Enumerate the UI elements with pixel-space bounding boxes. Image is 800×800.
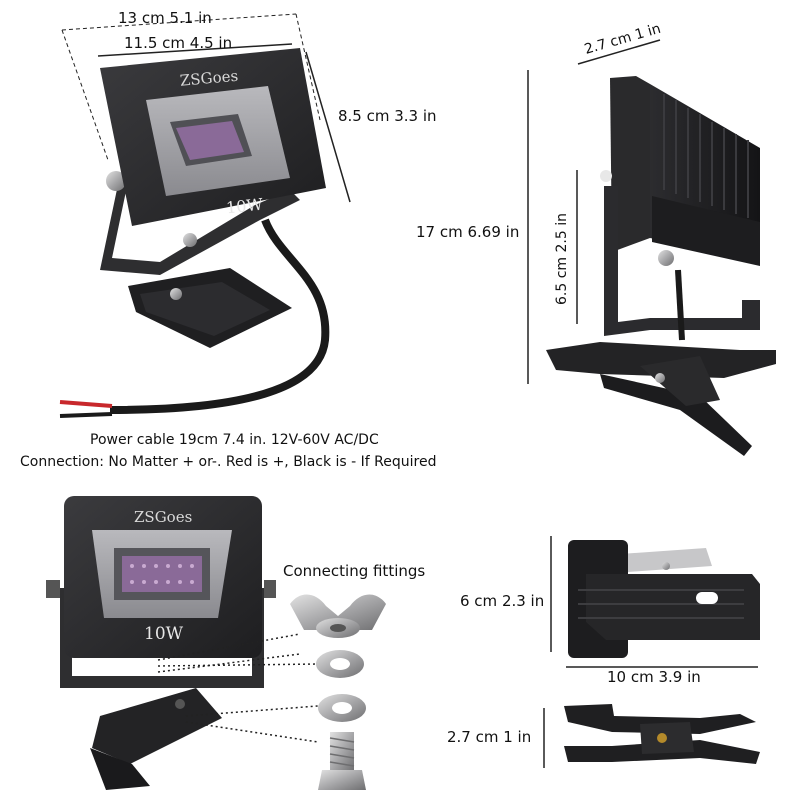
width-outer-label: 13 cm 5.1 in (118, 9, 212, 27)
black-wire (59, 412, 113, 418)
side-bracket (604, 186, 760, 336)
fittings-label: Connecting fittings (283, 562, 425, 580)
width-outer-left-guide (61, 29, 109, 161)
top-left-floodlight: 13 cm 5.1 in 11.5 cm 4.5 in 8.5 cm 3.3 i… (20, 9, 437, 470)
height-panel-dimension-line (305, 51, 351, 203)
height-panel-label: 8.5 cm 3.3 in (338, 107, 437, 125)
clip-side-top (564, 704, 756, 734)
clip-front-view (568, 540, 760, 658)
side-clip-top (546, 342, 776, 378)
fitting-connector-lines (157, 633, 319, 743)
clip-side-view (564, 704, 760, 764)
bracket-knob (106, 171, 126, 191)
bracket-height-label: 6.5 cm 2.5 in (554, 213, 570, 305)
bottom-left-assembly: ZSGoes 10W Connecting fittings (46, 496, 425, 790)
wing-nut (183, 233, 197, 247)
side-bolt (600, 170, 612, 182)
side-wing-nut (658, 250, 674, 266)
cable-spec-line2: Connection: No Matter + or-. Red is +, B… (20, 454, 436, 470)
side-clip-jaw (600, 374, 752, 456)
front-bracket (60, 588, 264, 688)
red-wire (59, 400, 113, 408)
front-wattage-label: 10W (144, 624, 184, 644)
wing-nut-fitting (290, 594, 386, 638)
front-led-dots (130, 564, 194, 584)
clip-plate (586, 574, 760, 640)
front-bracket-knob-left (46, 580, 60, 598)
washer-fitting-2 (318, 694, 366, 722)
clip-pivot (170, 288, 182, 300)
clip-rivet (662, 562, 670, 570)
top-right-side-view: 2.7 cm 1 in 17 cm 6.69 in 6.5 cm 2.5 in (416, 21, 776, 456)
front-clip-jaw (90, 748, 150, 790)
front-clip-hole (175, 699, 185, 709)
cable-spec-line1: Power cable 19cm 7.4 in. 12V-60V AC/DC (90, 432, 379, 448)
wattage-label: 10W (225, 195, 264, 218)
depth-label: 2.7 cm 1 in (583, 21, 663, 58)
clip-height-label: 6 cm 2.3 in (460, 592, 544, 610)
width-inner-label: 11.5 cm 4.5 in (124, 34, 232, 52)
brand-logo: ZSGoes (179, 67, 239, 90)
clip-thickness-label: 2.7 cm 1 in (447, 728, 531, 746)
heat-sink-fins (663, 94, 749, 218)
clip-width-label: 10 cm 3.9 in (607, 668, 701, 686)
width-inner-dimension-line (97, 43, 293, 57)
front-clip (92, 688, 222, 764)
front-brand-logo: ZSGoes (134, 508, 192, 526)
side-clip-pivot (655, 373, 665, 383)
depth-dimension-line (577, 39, 661, 65)
power-cable (109, 218, 330, 414)
housing-side (610, 76, 650, 252)
spec-plate (652, 196, 760, 266)
bottom-right-clip: 6 cm 2.3 in 10 cm 3.9 in 2.7 cm 1 in (447, 536, 760, 768)
clip-ribs (578, 589, 744, 619)
clip-side-pivot (657, 733, 667, 743)
bolt-fitting (318, 732, 366, 790)
led-chip-array (176, 121, 244, 160)
clip-spring (620, 548, 712, 572)
total-height-label: 17 cm 6.69 in (416, 223, 519, 241)
side-clip-body (640, 356, 720, 406)
front-led-chip-array (122, 556, 202, 592)
front-bracket-knob-right (264, 580, 276, 598)
washer-fitting-1 (316, 650, 364, 678)
clip-slot (696, 592, 718, 604)
side-cable (675, 269, 685, 341)
